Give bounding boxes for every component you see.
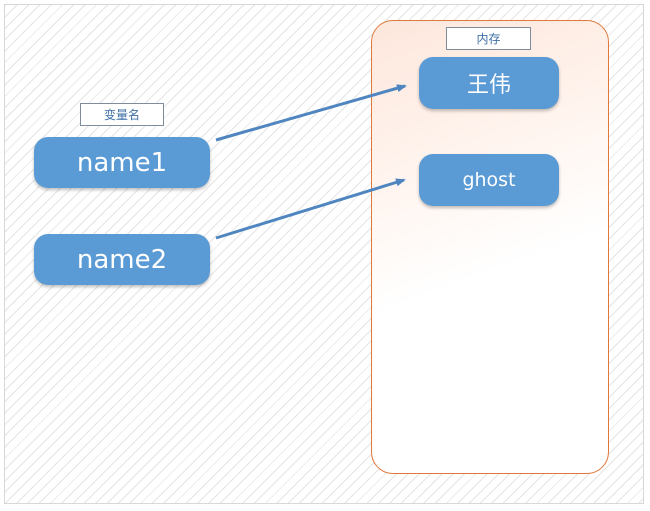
variables-label: 变量名 [80,103,164,126]
memory-value-ghost: ghost [419,154,559,206]
arrow-name2-to-ghost [215,178,406,240]
memory-label: 内存 [446,27,531,50]
memory-value-wangwei: 王伟 [419,57,559,109]
arrow-name1-to-wangwei [215,84,407,142]
variable-name2: name2 [34,234,210,285]
variable-name1: name1 [34,137,210,188]
